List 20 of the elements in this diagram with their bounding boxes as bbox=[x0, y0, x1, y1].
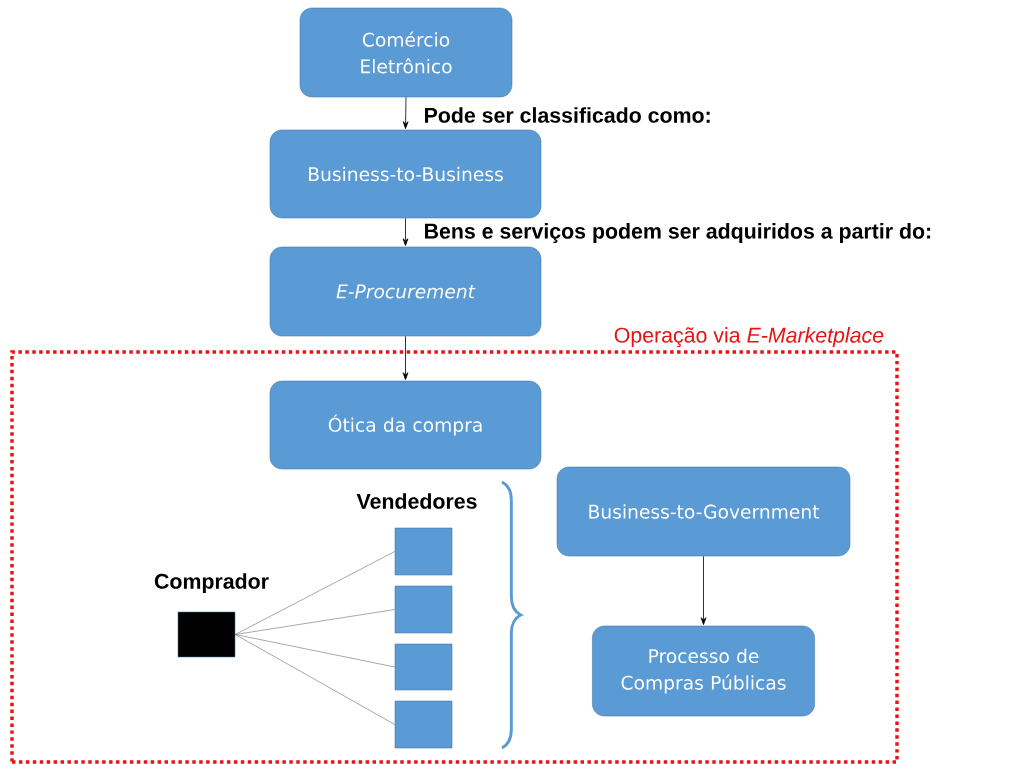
arrow bbox=[402, 96, 409, 129]
labeled-square: Comprador bbox=[154, 573, 269, 658]
node-label: Comprador bbox=[154, 573, 269, 594]
edge-label: Pode ser classificado como: bbox=[422, 105, 714, 125]
arrow bbox=[700, 555, 707, 625]
square bbox=[394, 700, 453, 749]
square bbox=[394, 527, 453, 576]
process-box: Business-to-Government bbox=[556, 466, 851, 557]
square bbox=[394, 643, 453, 691]
node-label: Operação via E-Marketplace bbox=[614, 327, 884, 348]
process-box: Business-to-Business bbox=[269, 129, 542, 219]
arrow bbox=[402, 335, 409, 380]
process-box: Ótica da compra bbox=[269, 380, 542, 470]
group-label: Vendedores bbox=[356, 493, 477, 509]
edge-label: Bens e serviços podem ser adquiridos a partir do: bbox=[422, 221, 934, 245]
process-box: Comércio Eletrônico bbox=[299, 7, 513, 98]
arrow bbox=[402, 217, 409, 246]
square bbox=[394, 585, 453, 634]
process-box: E-Procurement bbox=[269, 246, 542, 337]
process-box: Processo de Compras Públicas bbox=[592, 625, 815, 717]
